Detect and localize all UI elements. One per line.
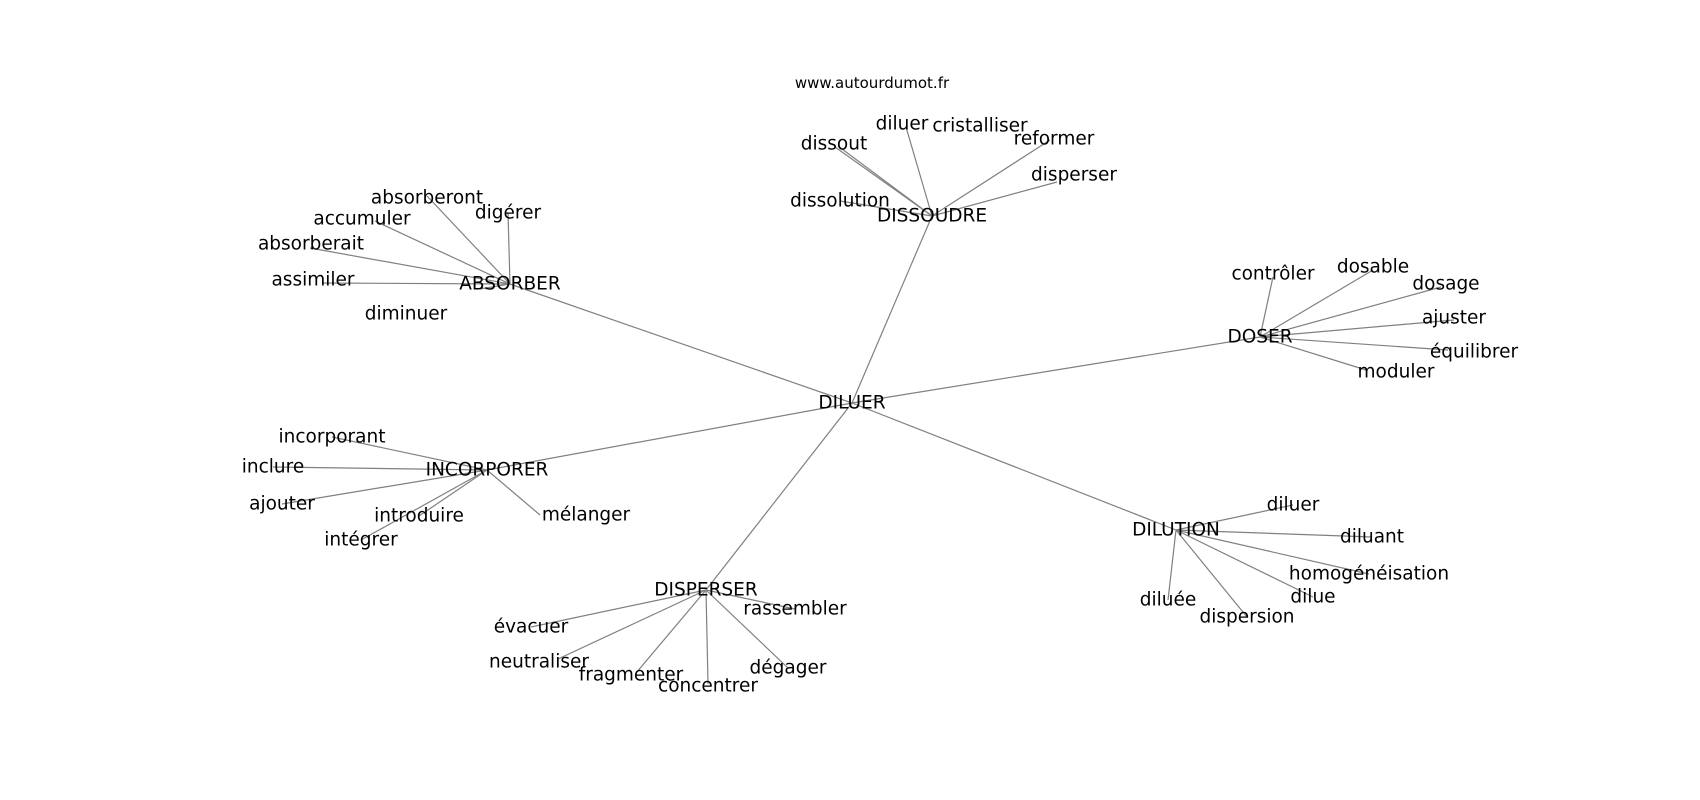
leaf-node-diluee[interactable]: diluée — [1140, 590, 1197, 611]
edge-absorber-accumuler — [374, 220, 511, 285]
edge-absorber-digerer — [507, 212, 511, 285]
leaf-node-diluant[interactable]: diluant — [1340, 527, 1404, 548]
edge-dissoudre-dissout — [837, 145, 933, 217]
graph-edges — [272, 126, 1455, 685]
edge-dissoudre-disperser — [931, 181, 1058, 217]
leaf-node-evacuer[interactable]: évacuer — [494, 617, 569, 638]
edge-disperser-concentrer — [705, 589, 709, 685]
edge-incorporer-inclure — [272, 466, 488, 471]
leaf-node-ajuster[interactable]: ajuster — [1422, 308, 1486, 329]
leaf-node-reformer[interactable]: reformer — [1014, 129, 1095, 150]
leaf-node-equilibrer[interactable]: équilibrer — [1430, 342, 1519, 363]
leaf-node-inclure[interactable]: inclure — [242, 457, 304, 478]
hub-node-incorporer[interactable]: INCORPORER — [426, 460, 549, 481]
hub-node-dilution[interactable]: DILUTION — [1132, 520, 1220, 541]
leaf-node-rassembler[interactable]: rassembler — [743, 599, 847, 620]
hub-node-dissoudre[interactable]: DISSOUDRE — [877, 206, 987, 227]
leaf-node-dispersion[interactable]: dispersion — [1199, 607, 1294, 628]
edge-disperser-degager — [705, 589, 789, 669]
hub-node-absorber[interactable]: ABSORBER — [459, 274, 561, 295]
edge-doser-dosable — [1259, 269, 1374, 338]
edge-dilution-diluee — [1167, 529, 1177, 601]
edge-incorporer-melanger — [486, 469, 541, 516]
leaf-node-accumuler[interactable]: accumuler — [313, 209, 411, 230]
edge-doser-equilibrer — [1259, 336, 1449, 351]
edge-dissoudre-cristalliser — [905, 126, 933, 217]
edge-center-doser — [851, 336, 1261, 404]
edge-doser-moduler — [1259, 336, 1367, 371]
edge-dilution-diluer — [1175, 504, 1294, 531]
edge-center-incorporer — [486, 402, 853, 471]
leaf-node-diluer[interactable]: diluer — [1267, 495, 1320, 516]
edge-absorber-absorberait — [309, 247, 511, 285]
leaf-node-dosable[interactable]: dosable — [1337, 257, 1409, 278]
center-word-node[interactable]: DILUER — [818, 393, 885, 414]
leaf-node-dosage[interactable]: dosage — [1412, 274, 1479, 295]
leaf-node-ajouter[interactable]: ajouter — [249, 494, 315, 515]
leaf-node-concentrer[interactable]: concentrer — [658, 676, 758, 697]
edge-incorporer-integrer — [360, 469, 488, 541]
edge-center-dissoudre — [851, 215, 933, 404]
leaf-node-moduler[interactable]: moduler — [1358, 362, 1435, 383]
leaf-node-degager[interactable]: dégager — [750, 658, 827, 679]
edge-center-disperser — [705, 402, 853, 591]
edge-dilution-diluant — [1175, 529, 1373, 538]
edge-absorber-diminuer — [479, 283, 511, 290]
leaf-node-fragmenter[interactable]: fragmenter — [579, 665, 684, 686]
edge-doser-controler — [1259, 276, 1274, 338]
leaf-node-dissout[interactable]: dissout — [801, 134, 867, 155]
edge-incorporer-ajouter — [281, 469, 488, 505]
leaf-node-disperser[interactable]: disperser — [1031, 165, 1117, 186]
edge-dilution-homogeneisation — [1175, 529, 1370, 575]
site-watermark: www.autourdumot.fr — [795, 74, 950, 92]
edge-disperser-evacuer — [530, 589, 707, 628]
leaf-node-absorberont[interactable]: absorberont — [371, 188, 483, 209]
edge-absorber-absorberont — [426, 195, 511, 285]
edge-dilution-dilue — [1175, 529, 1314, 598]
edge-doser-dosage — [1259, 286, 1442, 338]
leaf-node-controler[interactable]: contrôler — [1231, 264, 1315, 285]
edge-dissoudre-dissolution — [839, 200, 933, 217]
leaf-node-melanger[interactable]: mélanger — [542, 505, 631, 526]
edge-center-absorber — [509, 283, 853, 404]
hub-node-disperser[interactable]: DISPERSER — [654, 580, 758, 601]
edge-disperser-neutraliser — [557, 589, 707, 660]
leaf-node-neutraliser[interactable]: neutraliser — [489, 652, 589, 673]
edge-center-dilution — [851, 402, 1177, 531]
edge-absorber-assimiler — [321, 282, 511, 285]
edge-disperser-fragmenter — [635, 589, 707, 674]
leaf-node-dissolution[interactable]: dissolution — [790, 191, 890, 212]
edge-dilution-dispersion — [1175, 529, 1248, 618]
edge-doser-ajuster — [1259, 319, 1455, 338]
leaf-node-integrer[interactable]: intégrer — [324, 530, 398, 551]
leaf-node-dilue[interactable]: dilue — [1290, 587, 1335, 608]
leaf-node-diluer[interactable]: diluer — [876, 114, 929, 135]
leaf-node-cristalliser[interactable]: cristalliser — [932, 116, 1028, 137]
edge-disperser-rassembler — [705, 589, 796, 610]
edge-incorporer-introduire — [418, 469, 488, 517]
leaf-node-absorberait[interactable]: absorberait — [258, 234, 364, 255]
leaf-node-introduire[interactable]: introduire — [374, 506, 464, 527]
edge-incorporer-incorporant — [331, 436, 488, 471]
hub-node-doser[interactable]: DOSER — [1227, 327, 1292, 348]
leaf-node-digerer[interactable]: digérer — [475, 203, 542, 224]
leaf-node-assimiler[interactable]: assimiler — [271, 270, 354, 291]
leaf-node-incorporant[interactable]: incorporant — [279, 427, 386, 448]
leaf-node-diminuer[interactable]: diminuer — [365, 304, 448, 325]
leaf-node-homogeneisation[interactable]: homogénéisation — [1289, 564, 1449, 585]
edge-dissoudre-reformer — [931, 139, 1051, 217]
